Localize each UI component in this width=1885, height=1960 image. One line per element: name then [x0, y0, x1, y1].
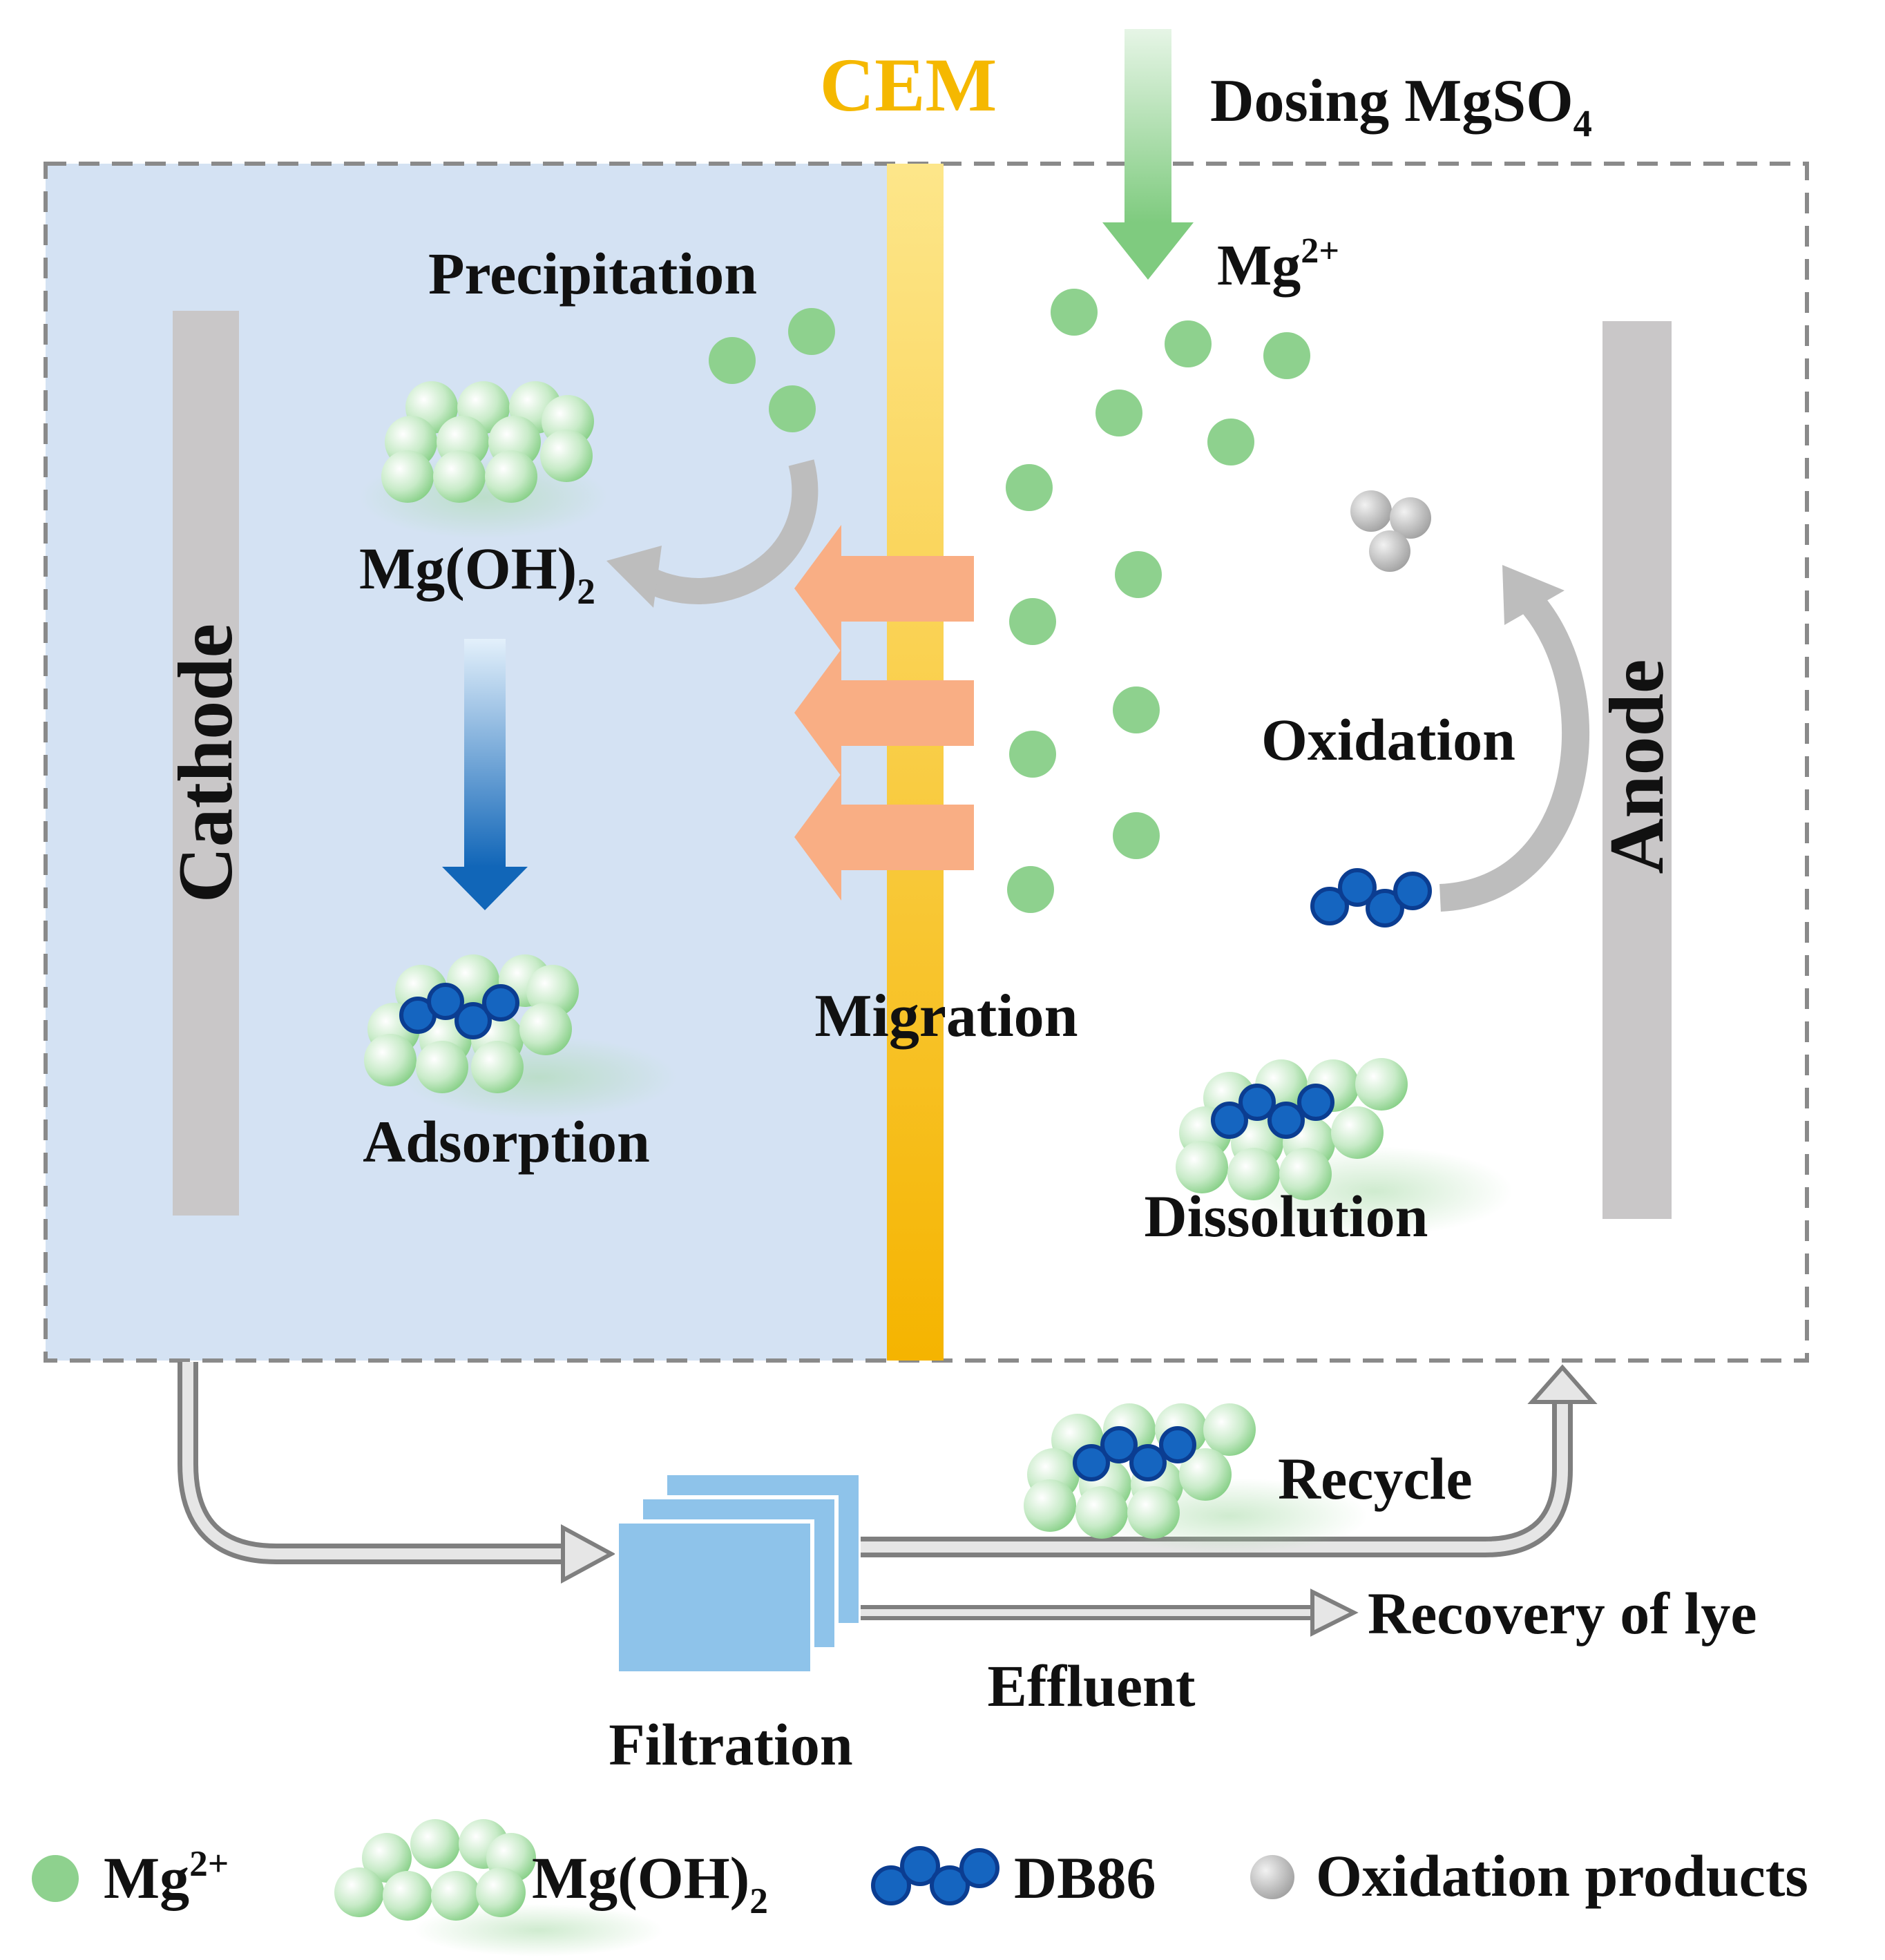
- legend-mgoh2-label: Mg(OH)2: [532, 1845, 768, 1921]
- legend-oxidation-products-swatch: [1250, 1855, 1294, 1899]
- effluent-line: [861, 1588, 1359, 1637]
- filtration-label: Filtration: [609, 1711, 853, 1778]
- dosing-arrow: [1102, 29, 1194, 280]
- mg-ion: [1051, 289, 1098, 336]
- adsorption-down-arrow: [442, 639, 528, 910]
- db86-anode-chain: [1310, 868, 1432, 928]
- db86-chain: [399, 983, 519, 1039]
- mg-ion: [1095, 390, 1142, 436]
- mg-ion: [709, 337, 756, 384]
- legend-db86-label: DB86: [1014, 1845, 1156, 1911]
- anode-mg-ions: [1006, 289, 1310, 913]
- mg-ion: [1113, 812, 1160, 859]
- dissolution-label: Dissolution: [1144, 1183, 1428, 1249]
- filtration-unit: [615, 1471, 863, 1675]
- mg-ion: [1006, 464, 1053, 511]
- mgoh2-db86-cluster-adsorption: [364, 954, 677, 1119]
- mg-ion-label: Mg2+: [1217, 231, 1339, 298]
- legend-mg-ion-swatch: [32, 1855, 79, 1902]
- db86-chain: [1073, 1426, 1196, 1481]
- mg-ion: [1207, 419, 1254, 465]
- precipitation-cycle-arrow: [606, 459, 819, 608]
- legend-db86-swatch: [871, 1846, 999, 1905]
- mgoh2-cluster-precipitation: [359, 381, 608, 539]
- precipitation-label: Precipitation: [428, 240, 757, 307]
- migration-label: Migration: [814, 983, 1078, 1050]
- legend: Mg2+ Mg(OH)2 DB86 Oxidation products: [32, 1819, 1808, 1957]
- legend-oxidation-products-label: Oxidation products: [1316, 1843, 1808, 1909]
- dosing-label: Dosing MgSO4: [1210, 68, 1592, 144]
- mg-ion: [1263, 332, 1310, 379]
- cathode-label: Cathode: [163, 624, 249, 903]
- anode-label: Anode: [1594, 659, 1680, 874]
- mgoh2-label: Mg(OH)2: [359, 535, 595, 612]
- cathode-electrode: [173, 311, 239, 1216]
- cathode-mg-ions: [709, 308, 835, 432]
- mg-ion: [1113, 686, 1160, 733]
- migration-arrows: [794, 525, 974, 901]
- oxidation-products-cluster: [1350, 490, 1431, 572]
- migration-arrow: [794, 525, 974, 652]
- mgoh2-db86-cluster-dissolution: [1176, 1058, 1513, 1236]
- recovery-of-lye-label: Recovery of lye: [1368, 1580, 1757, 1646]
- mgoh2-db86-cluster-recycle: [1024, 1403, 1368, 1554]
- recycle-label: Recycle: [1278, 1445, 1473, 1512]
- oxidation-cycle-arrow: [1439, 565, 1590, 912]
- cathode-outlet-pipe: [178, 1362, 616, 1584]
- oxidation-label: Oxidation: [1261, 707, 1515, 773]
- recycle-pipe: [861, 1364, 1598, 1557]
- mg-ion: [1165, 320, 1212, 367]
- migration-arrow: [794, 774, 974, 901]
- legend-mg-ion-label: Mg2+: [104, 1843, 229, 1911]
- mg-ion: [1009, 731, 1056, 778]
- cem-label: CEM: [820, 43, 997, 127]
- mg-ion: [1115, 551, 1162, 598]
- anode-electrode: [1602, 321, 1672, 1219]
- mg-ion: [788, 308, 835, 355]
- legend-mgoh2-swatch: [334, 1819, 663, 1957]
- mg-ion: [1007, 866, 1054, 913]
- mg-ion: [769, 385, 816, 432]
- cation-exchange-membrane: [887, 164, 944, 1361]
- adsorption-label: Adsorption: [363, 1108, 650, 1175]
- migration-arrow: [794, 649, 974, 776]
- mg-ion: [1009, 598, 1056, 645]
- effluent-label: Effluent: [988, 1653, 1196, 1719]
- db86-chain: [1211, 1084, 1334, 1139]
